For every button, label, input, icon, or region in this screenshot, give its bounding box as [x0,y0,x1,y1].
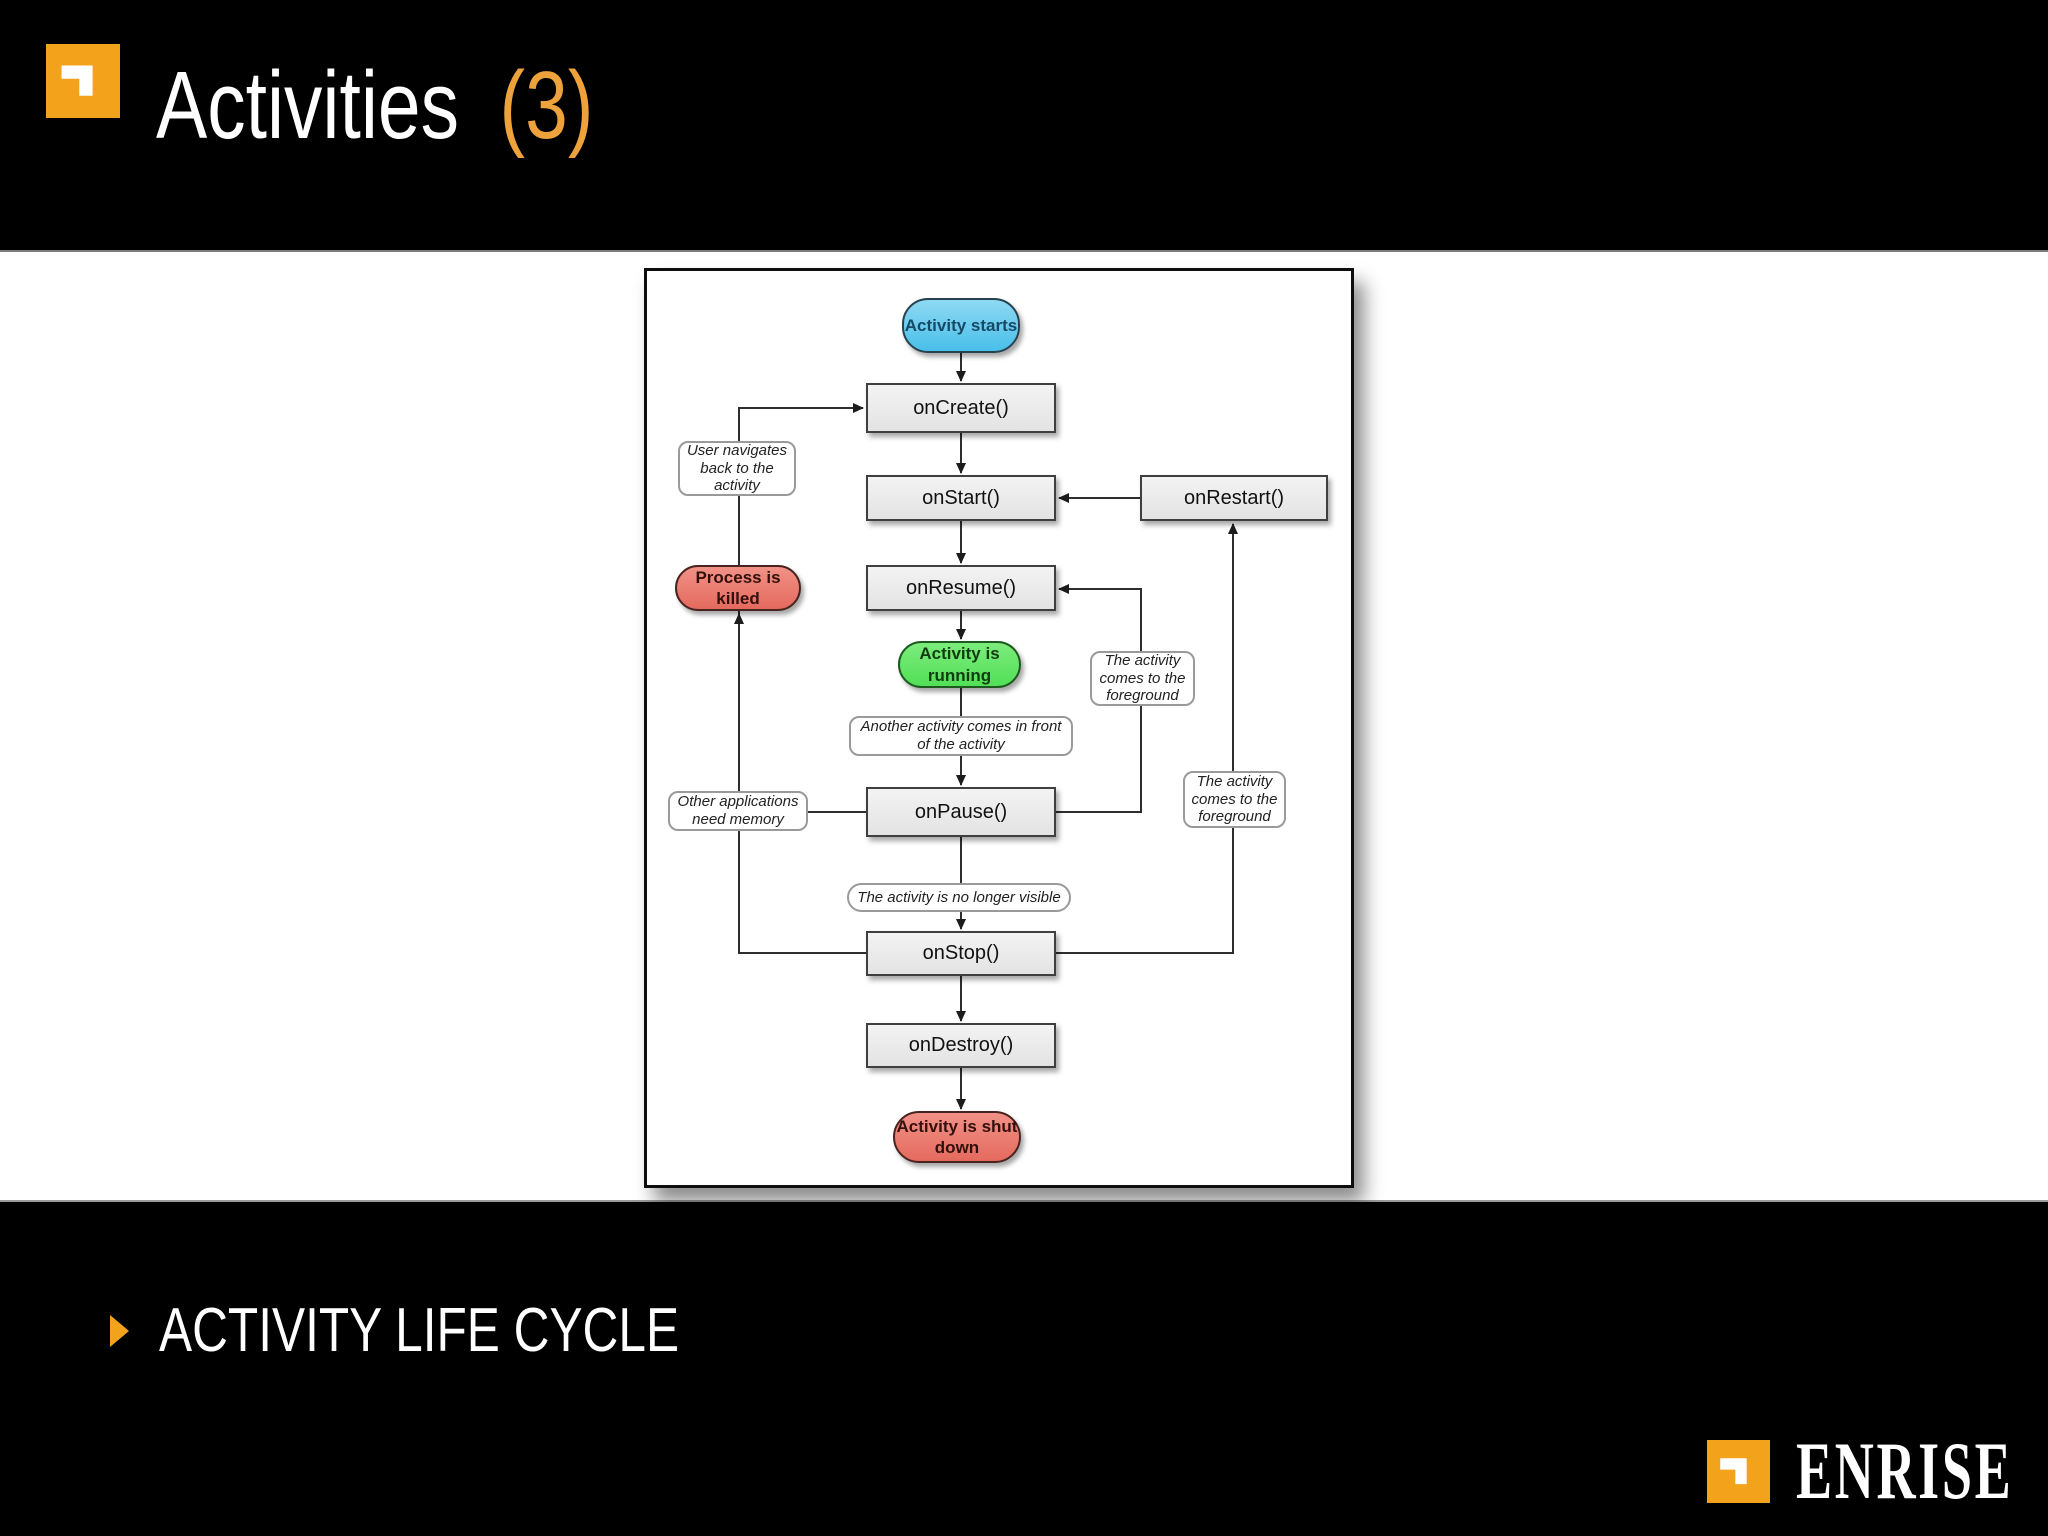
callback-onpause: onPause() [866,787,1056,837]
annotation-text: The activity comes to the foreground [1099,651,1186,705]
state-label: Process is killed [695,567,781,608]
annotation-text: The activity comes to the foreground [1191,772,1278,826]
annotation-other-apps: Other applications need memory [668,791,808,831]
brand-wordmark: ENRISE [1796,1425,2014,1516]
state-label: Activity is running [919,644,1000,685]
callback-onstop: onStop() [866,931,1056,976]
callback-onresume: onResume() [866,565,1056,611]
corner-arrow-icon [1720,1457,1747,1484]
annotation-comes-to-foreground-outer: The activity comes to the foreground [1183,771,1286,828]
callback-label: onPause() [914,800,1008,823]
callback-onrestart: onRestart() [1140,475,1328,521]
annotation-another-activity: Another activity comes in front of the a… [849,716,1073,756]
callback-label: onCreate() [913,396,1009,419]
content-band: Activity starts Activity is running Proc… [0,250,2048,1202]
title-text: Activities [156,52,459,159]
enrise-brand: ENRISE [1707,1430,2048,1512]
callback-onstart: onStart() [866,475,1056,521]
state-label: Activity starts [904,315,1018,335]
callback-label: onStart() [922,486,1000,509]
annotation-user-navigates: User navigates back to the activity [678,441,796,496]
corner-arrow-icon [61,65,93,96]
state-process-killed: Process is killed [675,565,801,611]
page-title: Activities (3) [156,58,593,154]
footer-bullet-row: ACTIVITY LIFE CYCLE [110,1300,809,1362]
title-suffix: (3) [499,52,594,159]
callback-label: onRestart() [1183,486,1285,509]
callback-label: onResume() [905,576,1017,599]
callback-label: onDestroy() [908,1034,1014,1056]
annotation-text: User navigates back to the activity [686,441,788,495]
annotation-comes-to-foreground-inner: The activity comes to the foreground [1090,651,1195,706]
footer-caption: ACTIVITY LIFE CYCLE [159,1296,680,1365]
state-label: Activity is shut down [896,1116,1018,1157]
state-activity-starts: Activity starts [902,298,1020,353]
callback-oncreate: onCreate() [866,383,1056,433]
lifecycle-diagram-panel: Activity starts Activity is running Proc… [644,268,1354,1188]
state-activity-running: Activity is running [898,641,1021,688]
annotation-text: Other applications need memory [677,793,799,828]
annotation-text: Another activity comes in front of the a… [860,718,1062,753]
bullet-triangle-icon [110,1315,129,1347]
slide-header: Activities (3) [46,44,703,154]
callback-label: onStop() [922,942,1000,964]
connector-lines [734,353,1238,1110]
callback-ondestroy: onDestroy() [866,1023,1056,1068]
enrise-logo-icon [46,44,120,118]
state-activity-shutdown: Activity is shut down [893,1111,1021,1163]
annotation-no-longer-visible: The activity is no longer visible [847,883,1071,912]
annotation-text: The activity is no longer visible [857,888,1061,906]
enrise-logo-icon [1707,1439,1770,1503]
